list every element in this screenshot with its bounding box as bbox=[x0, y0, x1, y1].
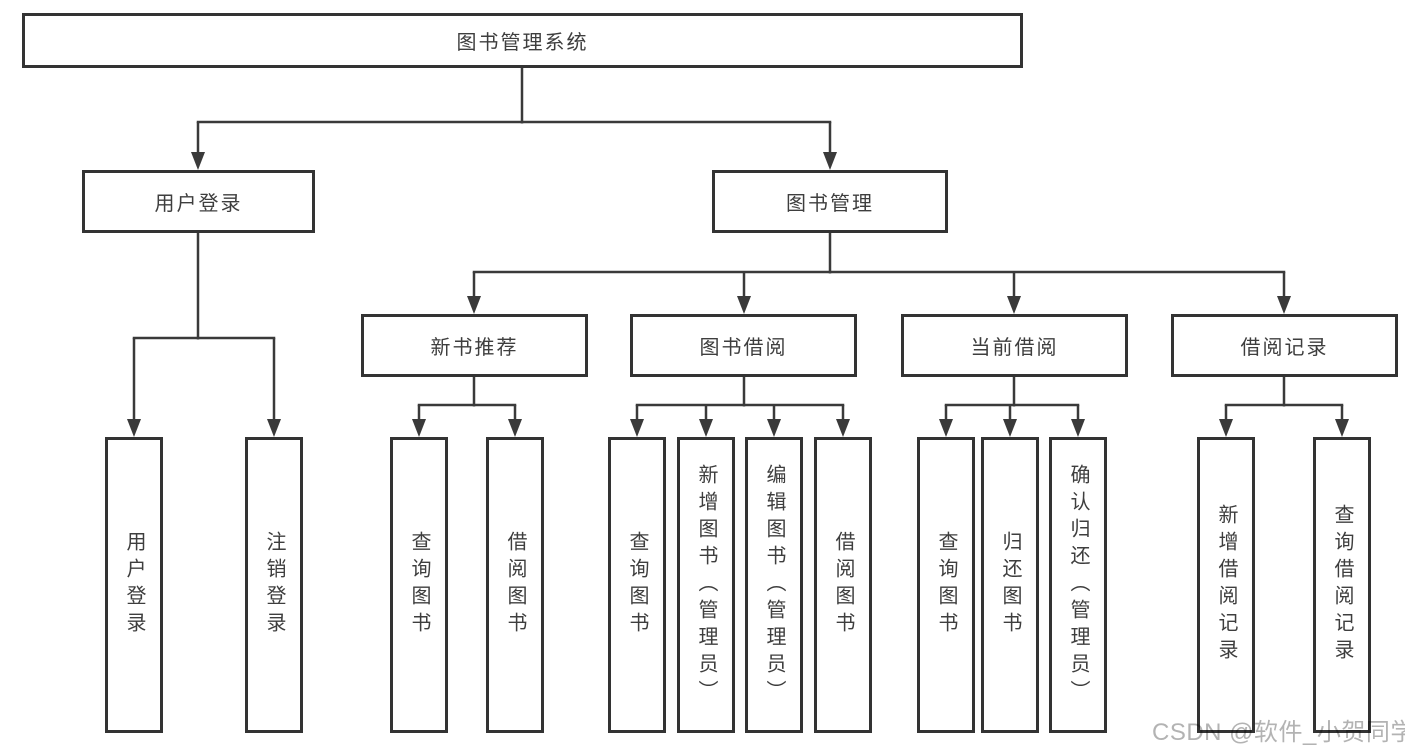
node-borrowing-records: 借阅记录 bbox=[1171, 314, 1398, 377]
node-label: 查询图书 bbox=[626, 531, 648, 639]
node-new-book-recommendation: 新书推荐 bbox=[361, 314, 588, 377]
leaf-cb-query-books: 查询图书 bbox=[917, 437, 975, 733]
node-label: 新书推荐 bbox=[430, 337, 519, 359]
leaf-nb-borrow-books: 借阅图书 bbox=[486, 437, 544, 733]
node-current-borrowing: 当前借阅 bbox=[901, 314, 1128, 377]
node-label: 图书管理系统 bbox=[456, 32, 589, 54]
node-label: 确认归还（管理员） bbox=[1067, 463, 1089, 707]
leaf-nb-query-books: 查询图书 bbox=[390, 437, 448, 733]
node-label: 编辑图书（管理员） bbox=[763, 463, 785, 707]
node-label: 图书管理 bbox=[786, 193, 874, 215]
node-label: 借阅图书 bbox=[832, 531, 854, 639]
node-label: 当前借阅 bbox=[970, 337, 1059, 359]
watermark-text: CSDN @软件_小贺同学 bbox=[1152, 719, 1405, 746]
node-book-borrowing: 图书借阅 bbox=[630, 314, 857, 377]
node-label: 用户登录 bbox=[123, 531, 145, 639]
node-label: 新增图书（管理员） bbox=[695, 463, 717, 707]
node-label: 新增借阅记录 bbox=[1215, 504, 1237, 666]
node-label: 查询图书 bbox=[408, 531, 430, 639]
node-user-login: 用户登录 bbox=[82, 170, 315, 233]
leaf-br-add-record: 新增借阅记录 bbox=[1197, 437, 1255, 733]
leaf-br-query-record: 查询借阅记录 bbox=[1313, 437, 1371, 733]
node-book-management: 图书管理 bbox=[712, 170, 948, 233]
leaf-cb-return-books: 归还图书 bbox=[981, 437, 1039, 733]
node-label: 查询借阅记录 bbox=[1331, 504, 1353, 666]
node-library-management-system: 图书管理系统 bbox=[22, 13, 1023, 68]
leaf-bb-query-books: 查询图书 bbox=[608, 437, 666, 733]
leaf-bb-edit-books-admin: 编辑图书（管理员） bbox=[745, 437, 803, 733]
node-label: 归还图书 bbox=[999, 531, 1021, 639]
leaf-cb-confirm-return-admin: 确认归还（管理员） bbox=[1049, 437, 1107, 733]
leaf-bb-borrow-books: 借阅图书 bbox=[814, 437, 872, 733]
node-label: 图书借阅 bbox=[699, 337, 788, 359]
leaf-bb-add-books-admin: 新增图书（管理员） bbox=[677, 437, 735, 733]
leaf-user-login: 用户登录 bbox=[105, 437, 163, 733]
node-label: 用户登录 bbox=[154, 193, 243, 215]
node-label: 查询图书 bbox=[935, 531, 957, 639]
node-label: 借阅记录 bbox=[1240, 337, 1329, 359]
node-label: 借阅图书 bbox=[504, 531, 526, 639]
node-label: 注销登录 bbox=[263, 531, 285, 639]
leaf-logout: 注销登录 bbox=[245, 437, 303, 733]
